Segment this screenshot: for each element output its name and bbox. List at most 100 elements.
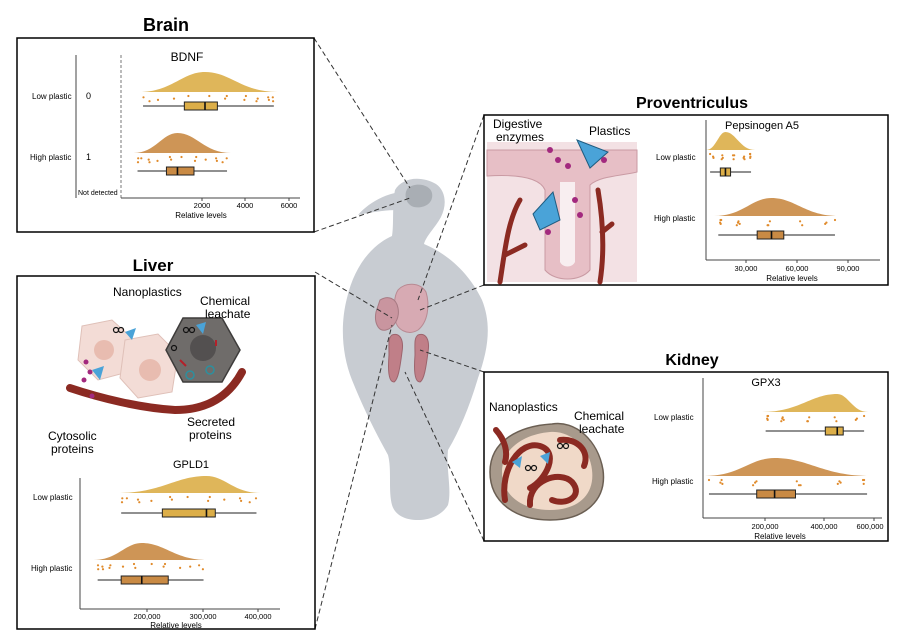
box-iqr (161, 508, 216, 518)
liver-ticks: 200,000 300,000 400,000 (133, 609, 272, 621)
label-kidney-chemical: Chemical (574, 409, 624, 423)
data-point (712, 155, 715, 158)
data-point (248, 501, 251, 504)
box-iqr (165, 166, 195, 176)
bird-silhouette (342, 178, 488, 520)
kidney-tick-label: 600,000 (856, 522, 883, 531)
liver-frame (16, 275, 316, 630)
data-point (267, 96, 270, 99)
plastic-fragment-1 (576, 139, 609, 169)
density-cloud (93, 543, 208, 560)
data-point (806, 420, 809, 423)
data-point (808, 416, 811, 419)
liver-chart-title: GPLD1 (173, 459, 209, 471)
kidney-panel: Kidney Nanoplastics Chemical leachate (483, 352, 889, 542)
data-point (172, 97, 176, 100)
liver-illustration: Nanoplastics Chemical leachate Secreted … (48, 285, 251, 456)
data-point (780, 420, 783, 423)
data-point (825, 221, 828, 224)
brain-frame (16, 37, 315, 233)
label-liver-secreted-proteins: proteins (189, 428, 232, 442)
data-point (195, 155, 198, 159)
data-point (752, 484, 755, 487)
capillary-loop (501, 442, 553, 503)
data-point (215, 159, 218, 162)
liver-blood-vessel (66, 368, 246, 415)
data-point (863, 414, 866, 418)
nanoplastic-fragment-1 (125, 328, 136, 340)
data-point (150, 562, 153, 566)
data-point (156, 98, 160, 101)
density-cloud (133, 133, 232, 153)
bird-kidney-organ (388, 333, 429, 383)
brain-tick-label: 6000 (281, 201, 298, 210)
data-point (121, 497, 124, 500)
proventriculus-tick-label: 30,000 (735, 264, 758, 273)
capillary-loop (557, 436, 589, 469)
data-point (749, 155, 752, 158)
leachate-marker (188, 326, 196, 334)
data-point (137, 157, 140, 160)
digestive-enzyme-markers (545, 147, 607, 235)
data-point (833, 416, 836, 419)
data-point (735, 224, 738, 227)
data-point (799, 220, 802, 223)
data-point (207, 499, 210, 502)
nanoplastic-fragment-2 (92, 366, 104, 380)
proventriculus-tick-label: 60,000 (786, 264, 809, 273)
connector-provent-bottom (419, 284, 485, 311)
leachate-marker (117, 326, 125, 334)
data-point (224, 97, 227, 100)
data-point (163, 562, 167, 566)
data-point (721, 482, 724, 485)
liver-row-label-low: Low plastic (33, 493, 73, 502)
data-point (238, 497, 242, 500)
bird-proventriculus-organ (393, 283, 429, 333)
cytosolic-protein-markers (81, 359, 95, 399)
data-point (801, 224, 804, 227)
data-point (148, 161, 151, 164)
liver-row-label-high: High plastic (31, 564, 72, 573)
leachate-markers (112, 326, 196, 352)
connector-provent-top (417, 114, 485, 301)
data-point (120, 501, 124, 504)
gland-lumen (560, 182, 575, 267)
data-point (797, 484, 801, 487)
leachate-marker (556, 442, 564, 450)
data-point (169, 495, 172, 499)
data-point (709, 152, 712, 156)
liver-plot (93, 476, 261, 585)
connector-brain-bottom (313, 197, 411, 233)
label-kidney-leachate: leachate (579, 422, 625, 436)
kidney-chart-title: GPX3 (751, 377, 780, 389)
data-point (221, 161, 224, 164)
enzyme-marker (565, 163, 571, 169)
enzyme-marker (577, 212, 583, 218)
data-point (721, 154, 724, 157)
data-point (108, 566, 111, 570)
data-point (170, 498, 173, 501)
proventriculus-row-label-high: High plastic (654, 214, 695, 223)
data-point (180, 155, 183, 159)
data-point (156, 159, 159, 162)
data-point (719, 481, 722, 484)
nanoplastic-fragment-3 (196, 322, 206, 334)
leachate-marker (530, 464, 538, 472)
label-liver-cytosolic-proteins: proteins (51, 442, 94, 456)
data-point (138, 501, 141, 504)
density-cloud (117, 476, 261, 493)
kidney-plot (704, 394, 872, 499)
proventriculus-ticks: 30,000 60,000 90,000 (735, 260, 859, 273)
kidney-title: Kidney (665, 352, 718, 369)
data-point (836, 482, 839, 485)
data-point (766, 224, 769, 227)
brain-not-detected-label: Not detected (78, 190, 118, 197)
proventriculus-panel: Proventriculus Digestive enzymes Plastic (483, 95, 889, 286)
data-point (271, 96, 274, 99)
data-point (767, 414, 770, 418)
data-point (223, 498, 226, 501)
label-liver-cytosolic: Cytosolic (48, 429, 97, 443)
kidney-row-label-low: Low plastic (654, 413, 694, 422)
protein-dot (89, 393, 95, 399)
data-point (244, 94, 247, 98)
